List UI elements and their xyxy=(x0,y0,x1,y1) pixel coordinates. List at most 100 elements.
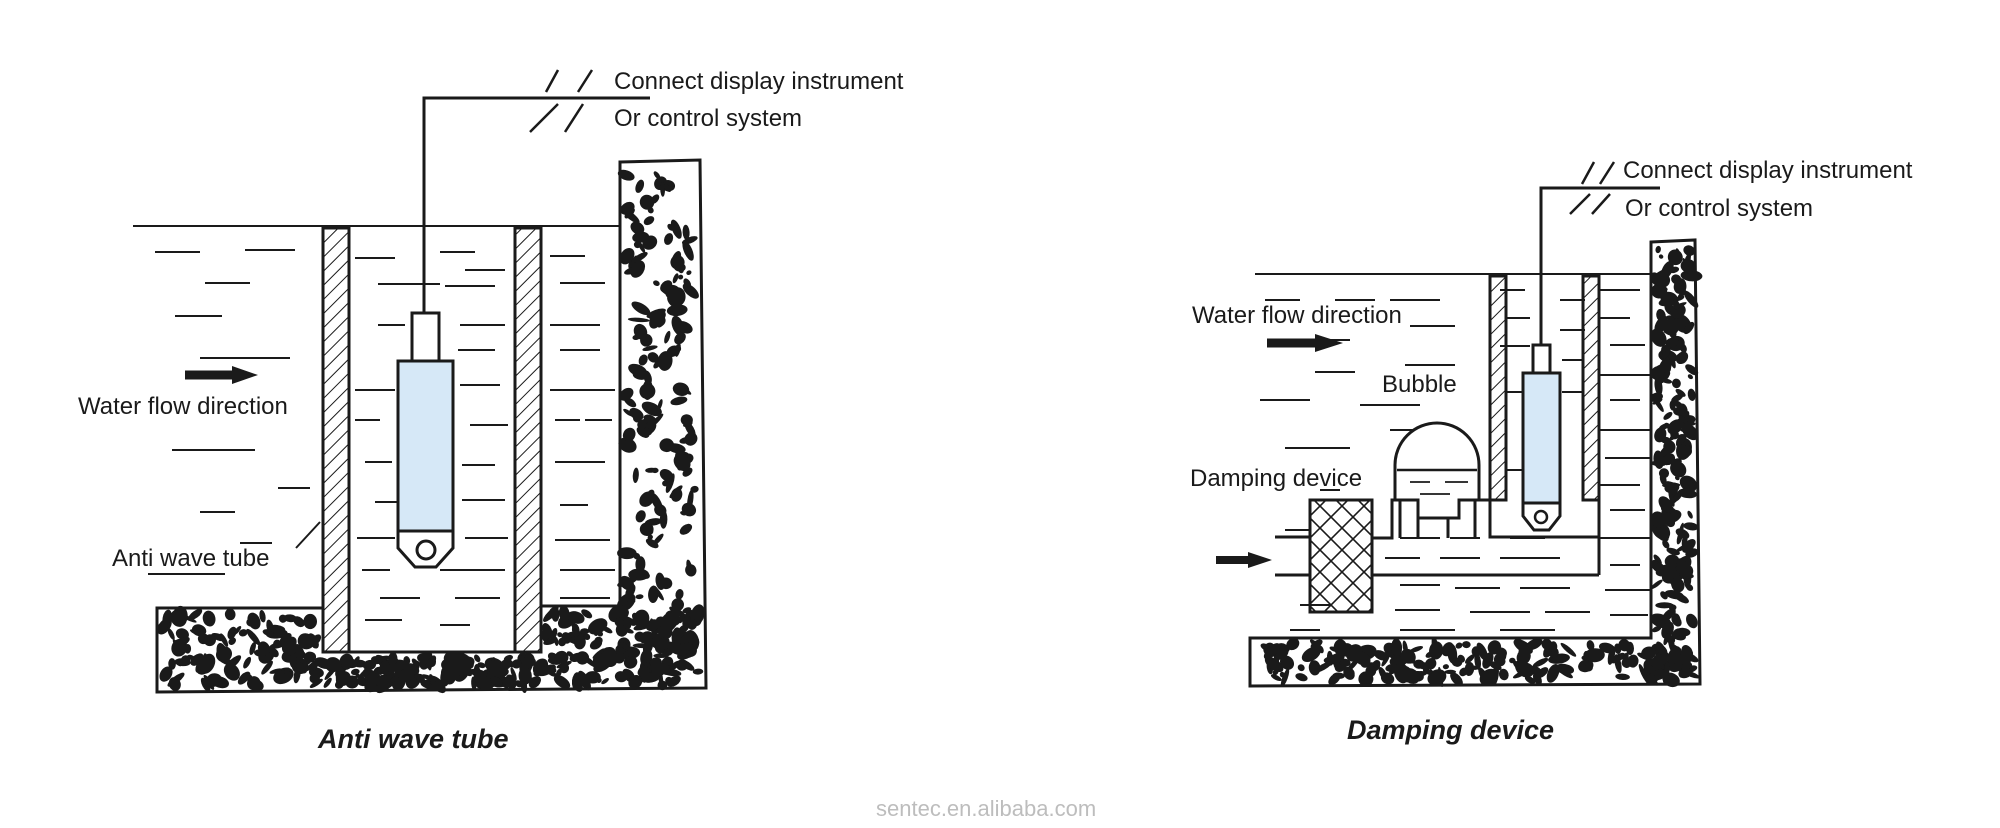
concrete-speckle xyxy=(672,273,679,284)
concrete-speckle xyxy=(645,619,660,632)
concrete-speckle xyxy=(1450,672,1463,687)
concrete-speckle xyxy=(642,379,654,400)
concrete-speckle xyxy=(1487,640,1502,655)
concrete-speckle xyxy=(411,658,420,667)
concrete-speckle xyxy=(174,658,191,667)
bubble-chamber xyxy=(1393,421,1481,520)
concrete-speckle xyxy=(1660,344,1672,353)
concrete-speckle xyxy=(1329,652,1345,664)
concrete-speckle xyxy=(1655,272,1671,288)
concrete-speckle xyxy=(1676,276,1687,288)
concrete-speckle xyxy=(678,274,684,280)
concrete-speckle xyxy=(628,675,643,689)
concrete-speckle xyxy=(259,609,266,623)
concrete-speckle xyxy=(577,670,591,691)
flow-arrow-icon xyxy=(185,366,258,384)
concrete-speckle xyxy=(592,648,605,659)
concrete-speckle xyxy=(1682,670,1700,679)
concrete-speckle xyxy=(643,370,652,385)
concrete-speckle xyxy=(206,673,222,687)
concrete-speckle xyxy=(1650,579,1663,590)
concrete-speckle xyxy=(257,641,270,656)
concrete-speckle xyxy=(1663,318,1679,336)
concrete-speckle xyxy=(619,387,634,401)
water-flow-direction-label: Water flow direction xyxy=(1192,302,1402,329)
concrete-speckle xyxy=(1674,475,1680,481)
concrete-speckle xyxy=(691,636,700,646)
concrete-speckle xyxy=(1441,642,1454,657)
concrete-speckle xyxy=(654,643,665,654)
concrete-speckle xyxy=(353,656,360,666)
concrete-speckle xyxy=(648,413,664,429)
concrete-speckle xyxy=(675,589,684,600)
anti-wave-tube-left-wall xyxy=(321,226,351,654)
concrete-speckle xyxy=(583,633,591,641)
concrete-speckle xyxy=(553,675,571,689)
anti-wave-tube-right-wall xyxy=(513,226,543,654)
concrete-speckle xyxy=(1656,641,1667,656)
concrete-speckle xyxy=(679,659,695,671)
concrete-speckle xyxy=(477,662,486,669)
concrete-speckle xyxy=(1263,643,1280,660)
signal-cable xyxy=(1539,161,1660,346)
concrete-speckle xyxy=(650,194,660,204)
concrete-speckle xyxy=(639,194,655,210)
concrete-speckle xyxy=(1662,512,1676,528)
concrete-speckle xyxy=(289,653,297,668)
concrete-speckle xyxy=(619,642,631,651)
concrete-speckle xyxy=(203,634,216,647)
concrete-speckle xyxy=(228,637,236,645)
concrete-speckle xyxy=(678,613,685,624)
concrete-speckle xyxy=(1610,652,1626,664)
concrete-speckle xyxy=(537,664,556,677)
concrete-speckle xyxy=(682,224,690,240)
concrete-speckle xyxy=(491,657,496,662)
bubble-label: Bubble xyxy=(1382,371,1457,398)
concrete-speckle xyxy=(1427,669,1447,686)
concrete-speckle xyxy=(188,608,203,621)
tube-right-wall xyxy=(1581,274,1601,502)
damping-device-diagram: Connect display instrument Or control sy… xyxy=(1190,157,1913,745)
inlet-arrow-icon xyxy=(1216,552,1272,568)
concrete-speckle xyxy=(651,662,666,677)
concrete-speckle xyxy=(1280,668,1290,688)
concrete-speckle xyxy=(614,617,625,628)
concrete-speckle xyxy=(421,674,437,682)
concrete-speckle xyxy=(1332,672,1345,679)
concrete-speckle xyxy=(1683,522,1699,531)
concrete-speckle xyxy=(669,485,683,499)
concrete-speckle xyxy=(1313,661,1333,673)
concrete-speckle xyxy=(1279,671,1285,678)
concrete-speckle xyxy=(1272,668,1279,676)
concrete-speckle xyxy=(653,653,669,658)
concrete-speckle xyxy=(1286,638,1300,651)
concrete-speckle xyxy=(646,308,666,319)
concrete-speckle xyxy=(1391,638,1403,657)
concrete-speckle xyxy=(1295,673,1308,682)
concrete-speckle xyxy=(643,216,655,226)
concrete-speckle xyxy=(311,634,322,645)
channel-concrete xyxy=(155,158,708,694)
concrete-speckle xyxy=(168,658,176,670)
concrete-speckle xyxy=(1658,254,1664,259)
concrete-speckle xyxy=(1378,667,1388,681)
concrete-speckle xyxy=(1474,652,1482,670)
concrete-speckle xyxy=(643,426,653,436)
concrete-speckle xyxy=(219,633,229,647)
concrete-speckle xyxy=(372,655,390,665)
concrete-speckle xyxy=(1557,667,1573,679)
concrete-speckle xyxy=(178,636,190,646)
concrete-speckle xyxy=(666,675,681,687)
concrete-speckle xyxy=(667,443,686,454)
concrete-speckle xyxy=(238,629,248,637)
concrete-speckle xyxy=(659,468,674,482)
concrete-speckle xyxy=(474,654,481,663)
concrete-speckle xyxy=(580,628,590,635)
concrete-speckle xyxy=(627,598,636,604)
concrete-speckle xyxy=(550,627,558,641)
concrete-speckle xyxy=(647,352,659,363)
concrete-speckle xyxy=(1462,641,1471,649)
concrete-speckle xyxy=(617,169,635,181)
concrete-speckle xyxy=(681,387,692,395)
concrete-speckle xyxy=(631,252,648,263)
